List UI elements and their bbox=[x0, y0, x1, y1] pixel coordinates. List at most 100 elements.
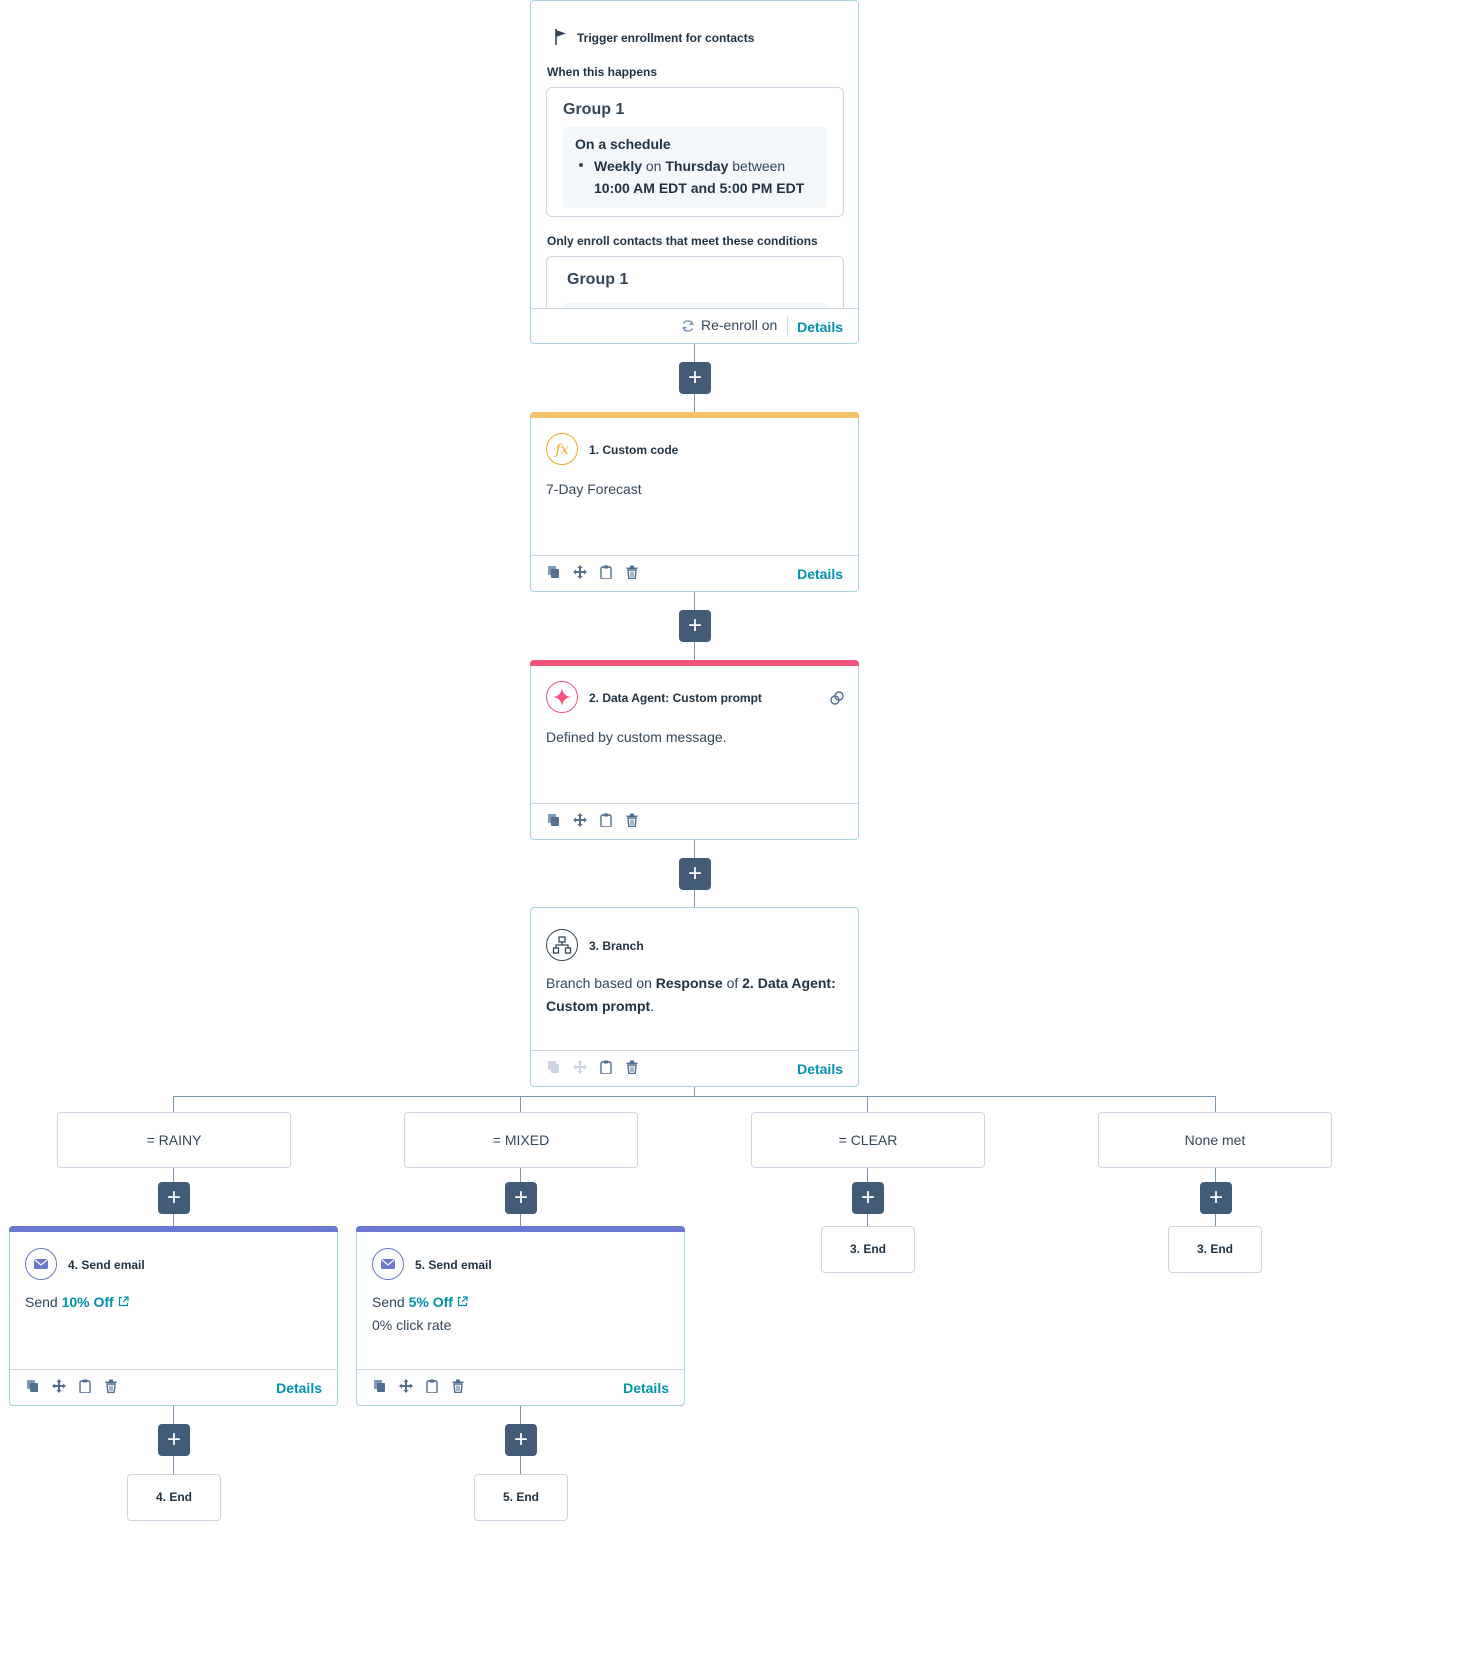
step-title: 5. Send email bbox=[415, 1258, 492, 1272]
when-label: When this happens bbox=[547, 65, 658, 79]
step-body: Send 5% Off bbox=[372, 1290, 468, 1314]
card-accent bbox=[356, 1226, 685, 1232]
step-details-link[interactable]: Details bbox=[797, 566, 843, 582]
step-details-link[interactable]: Details bbox=[623, 1380, 669, 1396]
trash-icon[interactable] bbox=[104, 1379, 120, 1395]
function-icon: fx bbox=[546, 433, 578, 465]
click-rate: 0% click rate bbox=[372, 1317, 452, 1333]
clipboard-icon[interactable] bbox=[425, 1379, 441, 1395]
step-footer: Details bbox=[10, 1369, 337, 1405]
card-accent bbox=[530, 660, 859, 666]
email-icon bbox=[25, 1248, 57, 1280]
reenroll-status[interactable]: Re-enroll on bbox=[701, 317, 778, 333]
step-title: 4. Send email bbox=[68, 1258, 145, 1272]
add-action-button[interactable]: + bbox=[158, 1424, 190, 1456]
branch-option-rainy[interactable]: = RAINY bbox=[57, 1112, 291, 1168]
add-action-button[interactable]: + bbox=[505, 1182, 537, 1214]
step-footer: Details bbox=[357, 1369, 684, 1405]
branch-option-none-met[interactable]: None met bbox=[1098, 1112, 1332, 1168]
custom-code-card[interactable]: fx 1. Custom code 7-Day Forecast Details bbox=[530, 412, 859, 592]
step-body: Branch based on Response of 2. Data Agen… bbox=[546, 975, 836, 1014]
step-footer: Details bbox=[531, 1050, 858, 1086]
card-accent bbox=[530, 412, 859, 418]
trigger-details-link[interactable]: Details bbox=[797, 319, 843, 335]
add-action-button[interactable]: + bbox=[852, 1182, 884, 1214]
send-email-card[interactable]: 5. Send email Send 5% Off 0% click rate … bbox=[356, 1226, 685, 1406]
end-node[interactable]: 5. End bbox=[474, 1474, 568, 1521]
move-icon[interactable] bbox=[399, 1379, 415, 1395]
step-details-link[interactable]: Details bbox=[276, 1380, 322, 1396]
email-link[interactable]: 5% Off bbox=[408, 1294, 453, 1310]
external-link-icon[interactable] bbox=[457, 1294, 468, 1310]
clone-icon[interactable] bbox=[26, 1379, 42, 1395]
group-title: Group 1 bbox=[567, 271, 629, 288]
end-node[interactable]: 3. End bbox=[821, 1226, 915, 1273]
only-enroll-label: Only enroll contacts that meet these con… bbox=[547, 234, 818, 248]
schedule-panel: On a schedule Weekly on Thursday between… bbox=[563, 127, 827, 208]
divider bbox=[787, 317, 788, 335]
trigger-title: Trigger enrollment for contacts bbox=[577, 31, 755, 45]
email-icon bbox=[372, 1248, 404, 1280]
trash-icon[interactable] bbox=[451, 1379, 467, 1395]
move-icon[interactable] bbox=[573, 565, 589, 581]
card-accent bbox=[9, 1226, 338, 1232]
conditions-group[interactable]: Group 1 bbox=[546, 256, 844, 309]
schedule-title: On a schedule bbox=[575, 136, 671, 152]
add-action-button[interactable]: + bbox=[679, 362, 711, 394]
add-action-button[interactable]: + bbox=[679, 610, 711, 642]
connector bbox=[1215, 1096, 1216, 1113]
branch-icon bbox=[546, 929, 578, 961]
send-email-card[interactable]: 4. Send email Send 10% Off Details bbox=[9, 1226, 338, 1406]
step-details-link[interactable]: Details bbox=[797, 1061, 843, 1077]
flag-icon bbox=[553, 28, 569, 51]
clone-icon[interactable] bbox=[547, 813, 563, 829]
add-action-button[interactable]: + bbox=[158, 1182, 190, 1214]
step-footer: Details bbox=[531, 555, 858, 591]
clone-icon[interactable] bbox=[373, 1379, 389, 1395]
trigger-card[interactable]: Trigger enrollment for contacts When thi… bbox=[530, 0, 859, 344]
step-body: Defined by custom message. bbox=[546, 729, 727, 745]
clipboard-icon[interactable] bbox=[599, 1060, 615, 1076]
step-body: Send 10% Off bbox=[25, 1290, 129, 1314]
branch-option-mixed[interactable]: = MIXED bbox=[404, 1112, 638, 1168]
add-action-button[interactable]: + bbox=[679, 858, 711, 890]
email-link[interactable]: 10% Off bbox=[61, 1294, 114, 1310]
branch-card[interactable]: 3. Branch Branch based on Response of 2.… bbox=[530, 907, 859, 1087]
branch-option-clear[interactable]: = CLEAR bbox=[751, 1112, 985, 1168]
trash-icon[interactable] bbox=[625, 813, 641, 829]
step-title: 2. Data Agent: Custom prompt bbox=[589, 691, 762, 705]
link-icon[interactable] bbox=[829, 690, 845, 711]
trigger-group[interactable]: Group 1 On a schedule Weekly on Thursday… bbox=[546, 87, 844, 217]
trash-icon[interactable] bbox=[625, 565, 641, 581]
add-action-button[interactable]: + bbox=[505, 1424, 537, 1456]
group-title: Group 1 bbox=[563, 101, 625, 118]
end-node[interactable]: 4. End bbox=[127, 1474, 221, 1521]
refresh-icon bbox=[681, 319, 695, 338]
step-body: 7-Day Forecast bbox=[546, 481, 642, 497]
clipboard-icon[interactable] bbox=[599, 565, 615, 581]
connector bbox=[520, 1096, 521, 1113]
end-node[interactable]: 3. End bbox=[1168, 1226, 1262, 1273]
move-icon bbox=[573, 1060, 589, 1076]
bullet bbox=[579, 163, 583, 167]
move-icon[interactable] bbox=[573, 813, 589, 829]
branch-connector bbox=[173, 1096, 1216, 1097]
connector bbox=[867, 1096, 868, 1113]
connector bbox=[173, 1096, 174, 1113]
trash-icon[interactable] bbox=[625, 1060, 641, 1076]
clone-icon bbox=[547, 1060, 563, 1076]
add-action-button[interactable]: + bbox=[1200, 1182, 1232, 1214]
data-agent-card[interactable]: 2. Data Agent: Custom prompt Defined by … bbox=[530, 660, 859, 840]
connector bbox=[694, 1087, 695, 1097]
move-icon[interactable] bbox=[52, 1379, 68, 1395]
sparkle-icon bbox=[546, 681, 578, 713]
external-link-icon[interactable] bbox=[118, 1294, 129, 1310]
step-footer bbox=[531, 803, 858, 839]
clone-icon[interactable] bbox=[547, 565, 563, 581]
clipboard-icon[interactable] bbox=[78, 1379, 94, 1395]
step-title: 1. Custom code bbox=[589, 443, 679, 457]
trigger-footer: Re-enroll on Details bbox=[531, 308, 858, 343]
clipboard-icon[interactable] bbox=[599, 813, 615, 829]
schedule-detail: Weekly on Thursday between 10:00 AM EDT … bbox=[594, 158, 805, 196]
svg-text:fx: fx bbox=[554, 442, 568, 458]
